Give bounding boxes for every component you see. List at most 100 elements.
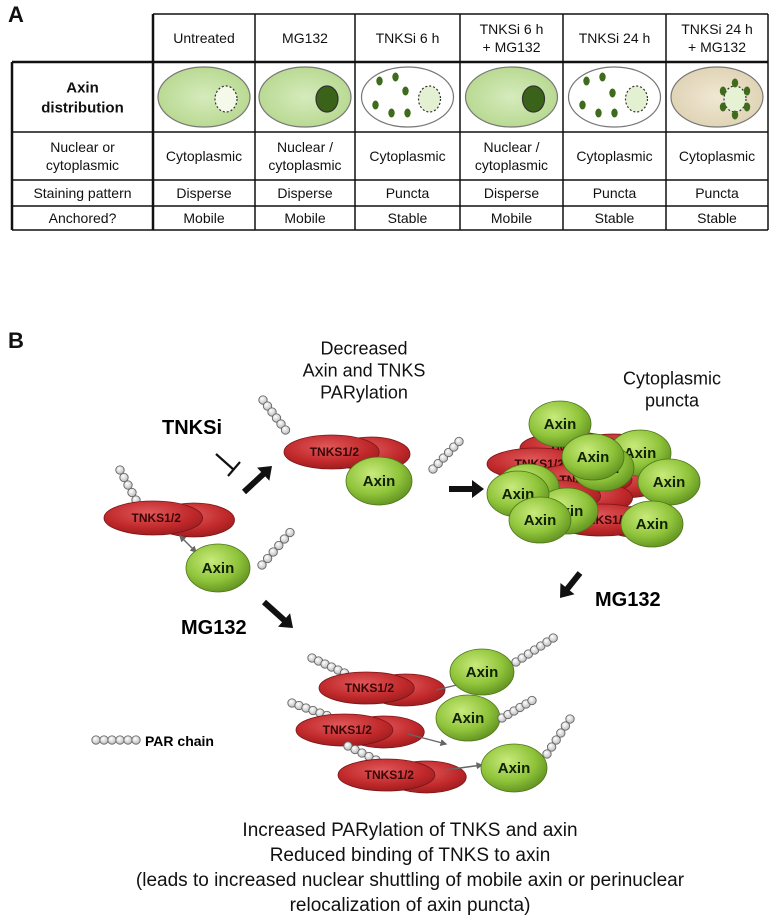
row-header: Staining pattern xyxy=(33,185,131,201)
par-chain xyxy=(511,633,558,667)
tnks-bottom-3: TNKS1/2 xyxy=(337,758,467,794)
row-header: Anchored? xyxy=(49,210,117,226)
par-bead xyxy=(268,547,278,557)
axin-body xyxy=(345,456,413,506)
axin-body xyxy=(528,400,592,448)
puncta-dot xyxy=(719,102,727,112)
axin-cluster: Axin xyxy=(620,500,684,548)
axin-body xyxy=(449,648,515,696)
arrow-shape xyxy=(560,571,583,598)
table-cell: Disperse xyxy=(176,185,231,201)
axin-body xyxy=(480,743,548,793)
par-bead xyxy=(119,472,129,483)
table-cell: Puncta xyxy=(386,185,430,201)
axin-label: Axin xyxy=(624,445,657,462)
tnks-label: TNKS1/2 xyxy=(365,768,415,782)
table-cell: Mobile xyxy=(284,210,325,226)
binding-arrow xyxy=(407,733,448,746)
par-bead xyxy=(542,749,552,759)
axin-bottom-2: Axin xyxy=(435,694,501,742)
axin-label: Axin xyxy=(544,416,577,433)
table-cell: Cytoplasmic xyxy=(166,148,242,164)
puncta-dot xyxy=(388,108,395,118)
tnks-bottom-1: TNKS1/2 xyxy=(318,671,446,707)
cell-shape xyxy=(670,66,764,128)
puncta-dot xyxy=(743,86,751,96)
par-chain xyxy=(258,395,291,435)
par-bead xyxy=(279,534,290,544)
par-bead xyxy=(107,735,117,745)
axin-body xyxy=(561,433,625,481)
par-chain xyxy=(542,714,575,759)
par-bead xyxy=(123,480,133,490)
par-chain xyxy=(497,695,537,723)
table-cell: Cytoplasmic xyxy=(369,148,445,164)
par-bead xyxy=(257,560,267,570)
axin-cluster: Axin xyxy=(528,400,592,448)
tnks-lobe xyxy=(318,671,415,705)
par-bead xyxy=(91,735,101,745)
column-header: TNKSi 24 h+ MG132 xyxy=(681,21,753,55)
tnks-label: TNKS1/2 xyxy=(345,681,395,695)
puncta-dot xyxy=(376,76,383,86)
par-bead xyxy=(546,742,557,752)
caption-line-4: relocalization of axin puncta) xyxy=(289,895,531,916)
par-bead xyxy=(99,735,109,745)
par-bead xyxy=(115,465,125,475)
par-chain xyxy=(428,436,464,474)
puncta-dot xyxy=(611,108,618,118)
par-bead xyxy=(548,633,558,643)
puncta-dot xyxy=(579,100,586,110)
caption-line-3: (leads to increased nuclear shuttling of… xyxy=(135,870,685,891)
table-cell: Puncta xyxy=(695,185,739,201)
par-bead xyxy=(551,735,561,745)
caption-line-1: Increased PARylation of TNKS and axin xyxy=(242,820,578,841)
axin-label: Axin xyxy=(636,516,669,533)
nucleus-shape xyxy=(417,85,442,113)
column-header: Untreated xyxy=(173,30,234,46)
arrow-shape xyxy=(241,466,272,495)
arrow-tnksi xyxy=(241,466,272,495)
legend-label: PAR chain xyxy=(145,733,214,749)
nucleus-shape xyxy=(315,85,339,113)
par-bead xyxy=(274,540,284,551)
puncta-dot xyxy=(402,86,409,96)
par-chain xyxy=(257,527,295,570)
par-bead xyxy=(560,721,571,731)
par-bead xyxy=(127,487,137,498)
par-bead xyxy=(115,735,125,745)
arrow-mg132-right xyxy=(560,571,583,598)
axin-label: Axin xyxy=(466,664,499,681)
column-header: TNKSi 24 h xyxy=(579,30,651,46)
table-cell: Stable xyxy=(595,210,635,226)
nucleus-shape xyxy=(723,85,747,113)
axin-label: Axin xyxy=(502,486,535,503)
nucleus-shape xyxy=(521,85,546,113)
axin-bottom-3: Axin xyxy=(480,743,548,793)
table-cell: Disperse xyxy=(484,185,539,201)
tnks-lobe xyxy=(103,500,203,536)
par-bead xyxy=(565,714,575,724)
legend-par-chain xyxy=(91,735,141,745)
tnks-label: TNKS1/2 xyxy=(132,511,182,525)
par-chain xyxy=(307,653,350,678)
table-cell: Mobile xyxy=(491,210,532,226)
inhibition-line xyxy=(215,453,235,471)
column-header: TNKSi 6 h xyxy=(376,30,440,46)
axin-cluster: Axin xyxy=(561,433,625,481)
table-cell: Mobile xyxy=(183,210,224,226)
table-cell: Disperse xyxy=(277,185,332,201)
par-bead xyxy=(527,695,537,706)
axin-label: Axin xyxy=(498,760,531,777)
binding-arrow xyxy=(444,762,484,771)
puncta-dot xyxy=(372,100,379,110)
column-header: MG132 xyxy=(282,30,328,46)
puncta-dot xyxy=(743,102,751,112)
inhibition-bar xyxy=(227,461,241,477)
axin-label: Axin xyxy=(452,710,485,727)
par-bead xyxy=(556,728,566,738)
